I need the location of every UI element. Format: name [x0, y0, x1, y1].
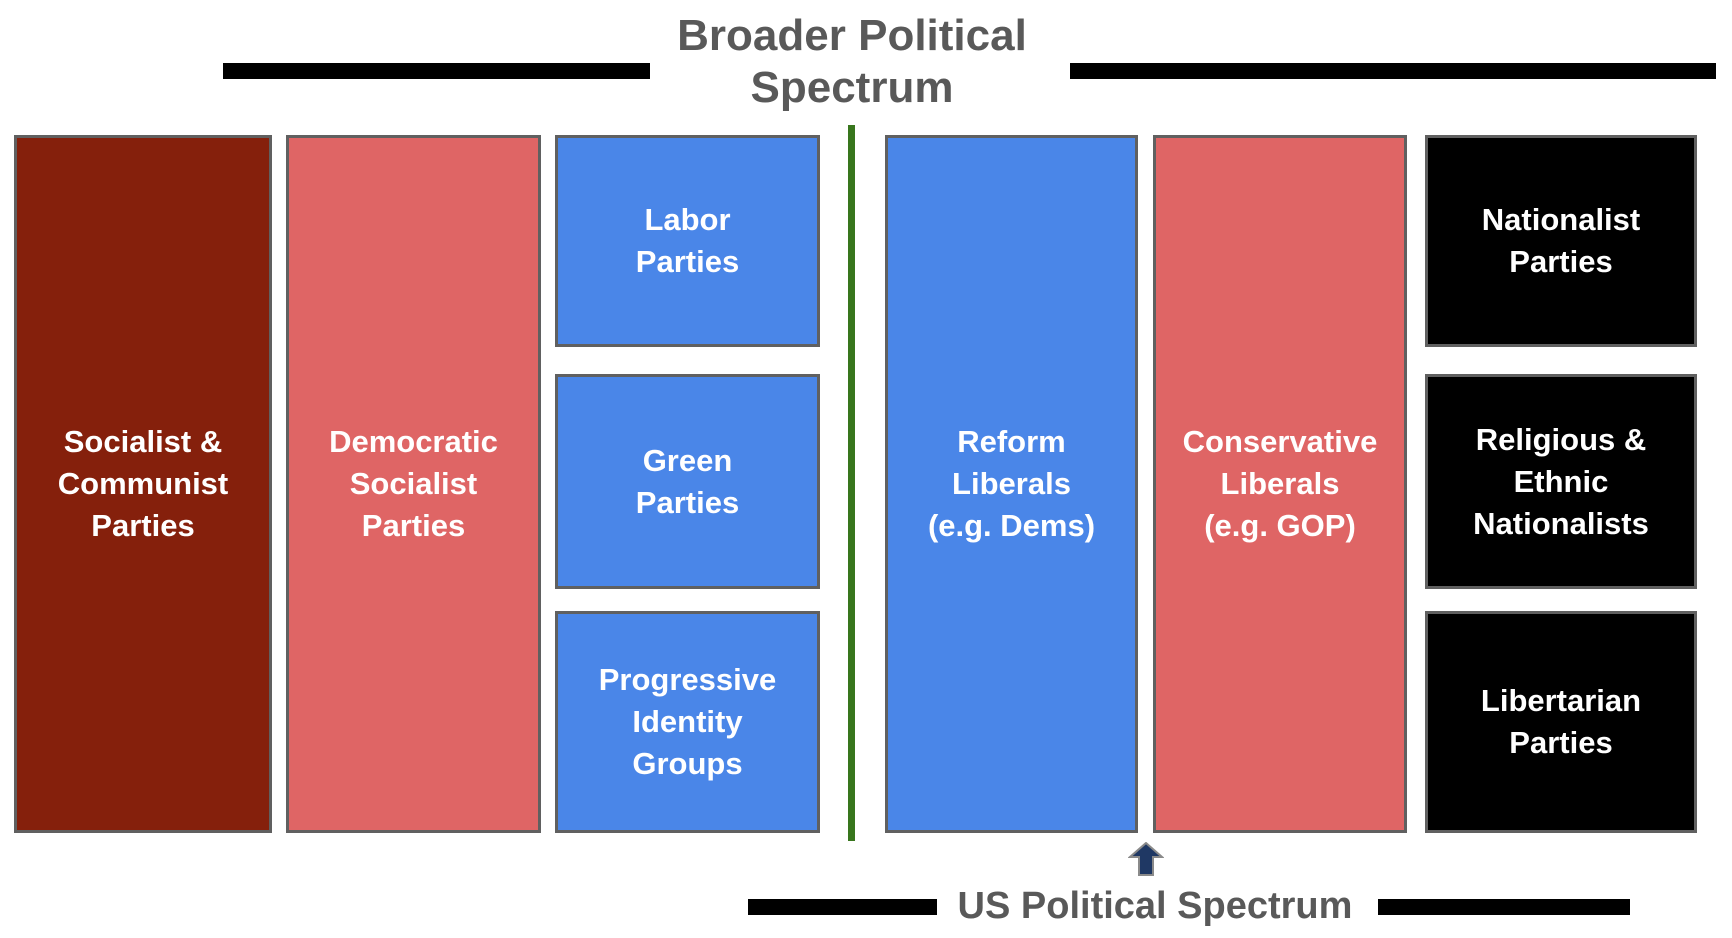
- box-label: Green Parties: [635, 442, 740, 520]
- box-religious-ethnic-nationalists: Religious & Ethnic Nationalists: [1425, 374, 1697, 589]
- title-bar-left: [223, 63, 650, 79]
- box-label: Nationalist Parties: [1481, 202, 1641, 279]
- box-progressive-identity-groups: Progressive Identity Groups: [555, 611, 820, 833]
- us-spectrum-label: US Political Spectrum: [957, 885, 1353, 927]
- title-bar-right: [1070, 63, 1716, 79]
- us-bar-right: [1378, 899, 1630, 915]
- box-label: Democratic Socialist Parties: [329, 424, 498, 543]
- box-libertarian-parties: Libertarian Parties: [1425, 611, 1697, 833]
- diagram-title: Broader Political Spectrum: [677, 11, 1027, 112]
- box-conservative-liberals: Conservative Liberals (e.g. GOP): [1153, 135, 1407, 833]
- us-bar-left: [748, 899, 937, 915]
- box-green-parties: Green Parties: [555, 374, 820, 589]
- box-label: Conservative Liberals (e.g. GOP): [1182, 424, 1378, 543]
- box-label: Progressive Identity Groups: [598, 662, 777, 781]
- box-label: Libertarian Parties: [1480, 683, 1642, 760]
- box-label: Reform Liberals (e.g. Dems): [927, 424, 1096, 543]
- box-label: Labor Parties: [635, 202, 740, 279]
- center-divider-line: [848, 125, 855, 841]
- box-socialist-communist-parties: Socialist & Communist Parties: [14, 135, 272, 833]
- up-arrow-shape: [1128, 842, 1164, 876]
- up-arrow-icon: [1128, 842, 1164, 876]
- box-labor-parties: Labor Parties: [555, 135, 820, 347]
- box-label: Socialist & Communist Parties: [57, 424, 229, 543]
- box-reform-liberals: Reform Liberals (e.g. Dems): [885, 135, 1138, 833]
- box-nationalist-parties: Nationalist Parties: [1425, 135, 1697, 347]
- box-democratic-socialist-parties: Democratic Socialist Parties: [286, 135, 541, 833]
- box-label: Religious & Ethnic Nationalists: [1473, 421, 1649, 541]
